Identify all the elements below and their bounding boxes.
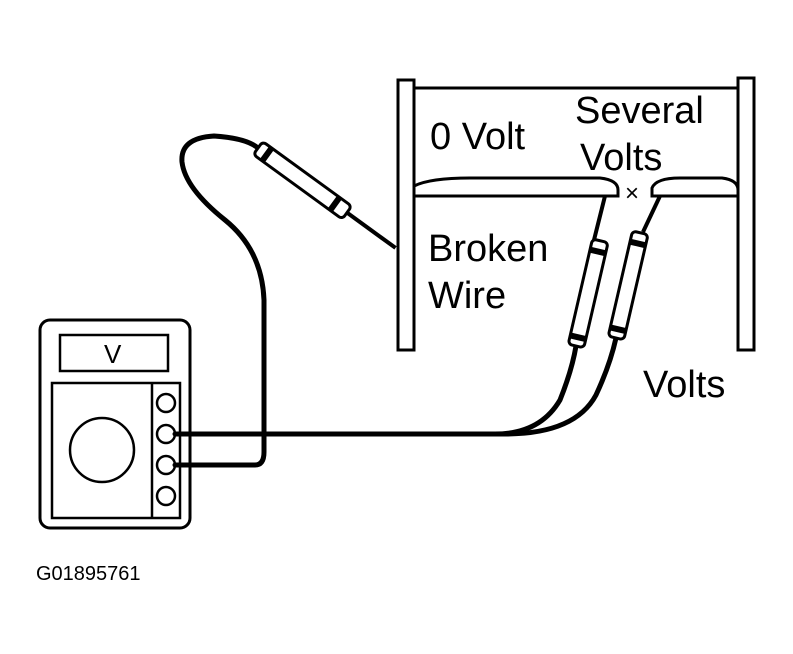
label-zero-volt: 0 Volt (430, 116, 526, 158)
meter-display (58, 333, 170, 373)
wire-frame (396, 76, 756, 352)
selector-dial (68, 416, 136, 484)
right-post (736, 76, 756, 352)
jack-2 (155, 423, 177, 445)
lead-probe-2 (255, 335, 619, 437)
probe-right-segment (607, 195, 662, 341)
meter-display-text: V (104, 339, 122, 369)
voltmeter (38, 318, 192, 530)
test-leads (172, 133, 619, 468)
probe-left-segment (567, 195, 609, 349)
jack-3 (155, 454, 177, 476)
jack-1 (155, 392, 177, 414)
lead-probe-3 (172, 133, 267, 468)
wire-segment-left (412, 176, 620, 198)
left-post (396, 78, 416, 352)
label-volts-lower: Volts (643, 364, 725, 406)
figure-code: G01895761 (36, 563, 141, 585)
label-volts-upper: Volts (580, 137, 662, 179)
jack-4 (155, 485, 177, 507)
label-broken: Broken (428, 228, 548, 270)
probe-frame-contact (253, 141, 397, 250)
label-wire: Wire (428, 275, 506, 317)
wire-segment-right (650, 176, 740, 198)
label-several: Several (575, 90, 704, 132)
broken-wire (412, 176, 740, 198)
lead-probe-1 (172, 343, 579, 437)
break-mark: × (625, 180, 639, 207)
